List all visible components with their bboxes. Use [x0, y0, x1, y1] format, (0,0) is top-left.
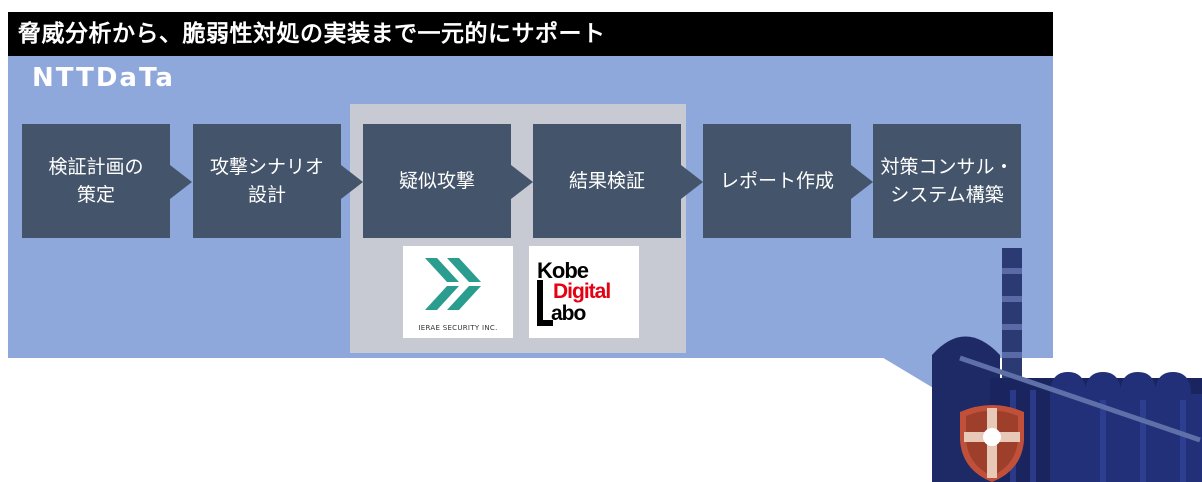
arrow-icon	[341, 165, 363, 199]
ierae-mark-icon	[425, 258, 481, 310]
step-report: レポート作成	[703, 124, 851, 238]
labo-l-glyph	[537, 280, 553, 326]
ntt-data-logo: NTTDaTa	[32, 63, 175, 93]
labo-text: abo	[551, 302, 586, 325]
ierae-logo: IERAE SECURITY INC.	[403, 246, 513, 338]
step-simulated-attack: 疑似攻撃	[363, 124, 511, 238]
arrow-icon	[851, 165, 873, 199]
digital-text: Digital	[553, 280, 611, 303]
kobe-digital-labo-logo: Kobe Digital abo	[529, 246, 639, 338]
step-attack-scenario: 攻撃シナリオ 設計	[193, 124, 341, 238]
arrow-icon	[511, 165, 533, 199]
title-banner: 脅威分析から、脆弱性対処の実装まで一元的にサポート	[8, 12, 1053, 56]
arrow-icon	[681, 165, 703, 199]
kobe-text: Kobe	[537, 258, 589, 283]
arrow-icon	[170, 165, 192, 199]
step-countermeasure: 対策コンサル・ システム構築	[873, 124, 1021, 238]
step-result-verification: 結果検証	[533, 124, 681, 238]
step-verification-plan: 検証計画の 策定	[22, 124, 170, 238]
ierae-name: IERAE SECURITY INC.	[418, 324, 498, 332]
